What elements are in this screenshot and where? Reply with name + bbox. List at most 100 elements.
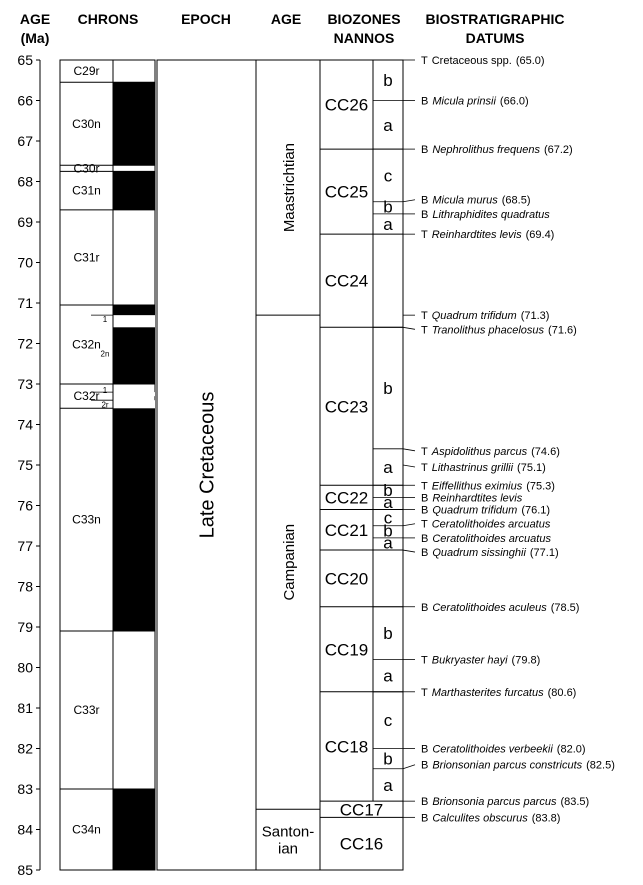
axis-tick-label: 83 bbox=[17, 781, 33, 797]
datum-age: (82.5) bbox=[586, 760, 615, 772]
epoch-column: Late Cretaceous bbox=[156, 59, 257, 871]
biozone-label: CC24 bbox=[325, 272, 368, 291]
axis-tick-label: 72 bbox=[17, 336, 33, 352]
header-epoch: EPOCH bbox=[181, 11, 231, 27]
chron-label: C30r bbox=[73, 161, 99, 175]
datum-prefix: B bbox=[421, 547, 428, 559]
datum-taxon: Ceratolithoides arcuatus bbox=[432, 533, 551, 545]
datum-prefix: T bbox=[421, 324, 428, 336]
datum-leader bbox=[402, 523, 416, 527]
subzone-label: b bbox=[383, 71, 392, 90]
datum-taxon: Ceratolithoides aculeus bbox=[432, 602, 547, 614]
datum-prefix: T bbox=[421, 55, 428, 67]
datum-age: (79.8) bbox=[512, 654, 541, 666]
datum-prefix: B bbox=[421, 492, 428, 504]
age-axis: 6566676869707172737475767778798081828384… bbox=[17, 52, 41, 878]
biozone-label: CC26 bbox=[325, 96, 368, 115]
datum-prefix: B bbox=[421, 760, 428, 772]
chron-normal-polarity bbox=[113, 408, 155, 632]
chron-label: C29r bbox=[73, 64, 99, 78]
datum-label: T Eiffellithus eximius(75.3) bbox=[421, 480, 555, 492]
datum-prefix: T bbox=[421, 462, 428, 474]
age-label: Santon- bbox=[262, 824, 315, 841]
subzone-label: b bbox=[383, 521, 392, 540]
datum-taxon: Lithraphidites quadratus bbox=[432, 209, 550, 221]
header-age-ma-unit: (Ma) bbox=[21, 30, 50, 46]
datum-prefix: B bbox=[421, 505, 428, 517]
header-biozones: BIOZONES bbox=[327, 11, 400, 27]
subzone-label: a bbox=[383, 116, 393, 135]
datum-taxon: Aspidolithus parcus bbox=[431, 446, 528, 458]
datum-leader bbox=[402, 764, 416, 770]
biozone-label: CC18 bbox=[325, 737, 368, 756]
chron-normal-polarity bbox=[113, 82, 155, 166]
axis-tick-label: 80 bbox=[17, 660, 33, 676]
chron-sublabel: 1 bbox=[103, 315, 108, 324]
datum-age: (83.5) bbox=[560, 796, 589, 808]
header-datums: DATUMS bbox=[466, 30, 525, 46]
datum-prefix: B bbox=[421, 96, 428, 108]
datum-taxon: Brionsonian parcus constricuts bbox=[432, 760, 582, 772]
datum-age: (80.6) bbox=[548, 687, 577, 699]
axis-tick-label: 74 bbox=[17, 417, 33, 433]
datum-taxon: Tranolithus phacelosus bbox=[432, 324, 545, 336]
axis-tick-label: 70 bbox=[17, 255, 33, 271]
biozone-label: CC19 bbox=[325, 640, 368, 659]
biozone-label: CC16 bbox=[340, 835, 383, 854]
chron-label: C30n bbox=[72, 117, 101, 131]
biozone-label: CC17 bbox=[340, 800, 383, 819]
datum-prefix: B bbox=[421, 533, 428, 545]
datum-leader bbox=[402, 448, 416, 452]
datum-prefix: T bbox=[421, 480, 428, 492]
datum-age: (75.3) bbox=[526, 480, 555, 492]
axis-tick-label: 68 bbox=[17, 174, 33, 190]
datum-prefix: T bbox=[421, 687, 428, 699]
axis-tick-label: 85 bbox=[17, 862, 33, 878]
datum-age: (76.1) bbox=[521, 505, 550, 517]
axis-tick-label: 82 bbox=[17, 741, 33, 757]
epoch-label: Late Cretaceous bbox=[197, 392, 219, 539]
datum-prefix: T bbox=[421, 229, 428, 241]
axis-tick-label: 81 bbox=[17, 700, 33, 716]
axis-tick-label: 69 bbox=[17, 214, 33, 230]
chron-sublabel: 2n bbox=[101, 350, 110, 359]
datum-taxon: Brionsonia parcus parcus bbox=[432, 796, 557, 808]
header-age: AGE bbox=[271, 11, 301, 27]
datum-taxon: Lithastrinus grillii bbox=[432, 462, 514, 474]
datum-age: (74.6) bbox=[531, 446, 560, 458]
axis-tick-label: 84 bbox=[17, 822, 33, 838]
axis-tick-label: 76 bbox=[17, 498, 33, 514]
datum-prefix: B bbox=[421, 812, 428, 824]
datum-taxon: Micula murus bbox=[432, 195, 498, 207]
subzone-label: a bbox=[383, 667, 393, 686]
biozone-label: CC22 bbox=[325, 488, 368, 507]
chron-normal-polarity bbox=[113, 789, 155, 870]
header-chrons: CHRONS bbox=[78, 11, 139, 27]
chron-sublabel: 1 bbox=[103, 386, 108, 395]
datum-taxon: Cretaceous spp. bbox=[432, 55, 512, 67]
age-label: ian bbox=[278, 841, 298, 858]
axis-tick-label: 66 bbox=[17, 93, 33, 109]
subzone-label: b bbox=[383, 481, 392, 500]
datum-taxon: Micula prinsii bbox=[432, 96, 496, 108]
datum-age: (68.5) bbox=[502, 195, 531, 207]
datum-prefix: T bbox=[421, 446, 428, 458]
chron-label: C32r bbox=[73, 389, 99, 403]
datum-taxon: Eiffellithus eximius bbox=[432, 480, 523, 492]
datum-age: (77.1) bbox=[530, 547, 559, 559]
chron-reversed-subinterval bbox=[113, 315, 155, 328]
subzone-label: a bbox=[383, 215, 393, 234]
